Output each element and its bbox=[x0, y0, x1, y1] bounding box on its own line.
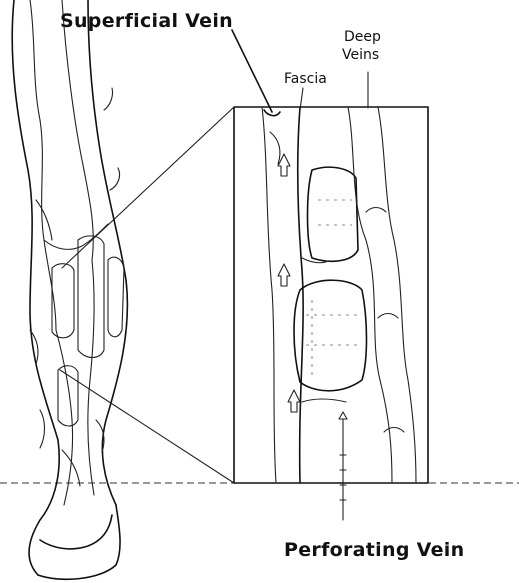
superficial-vein-leader bbox=[232, 30, 272, 112]
fascia-label: Fascia bbox=[284, 72, 327, 86]
superficial-vein-label: Superficial Vein bbox=[60, 12, 233, 31]
callout-line-bottom bbox=[60, 370, 234, 483]
muscle-block-lower bbox=[294, 280, 367, 391]
flow-arrow-lower bbox=[288, 390, 300, 412]
perforating-vein-label: Perforating Vein bbox=[284, 541, 464, 560]
flow-arrow-middle bbox=[278, 264, 290, 286]
inset-cross-section bbox=[234, 107, 428, 483]
deep-vein-channel bbox=[348, 107, 392, 483]
leg-illustration bbox=[12, 0, 127, 579]
deep-veins-label-line1: Deep bbox=[344, 30, 381, 44]
deep-veins-label-line2: Veins bbox=[342, 48, 379, 62]
vein-valve bbox=[366, 208, 386, 213]
muscle-block-upper bbox=[308, 167, 359, 261]
